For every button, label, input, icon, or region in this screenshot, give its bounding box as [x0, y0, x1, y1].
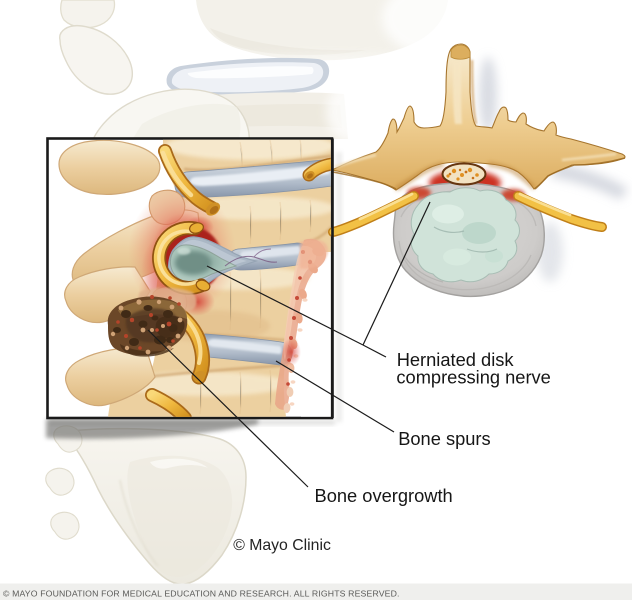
svg-text:Bone overgrowth: Bone overgrowth — [315, 485, 453, 506]
svg-text:© Mayo Clinic: © Mayo Clinic — [233, 537, 331, 554]
svg-text:Bone spurs: Bone spurs — [398, 428, 490, 449]
svg-text:Herniated disk: Herniated disk — [397, 349, 515, 370]
svg-text:© MAYO FOUNDATION FOR MEDICAL: © MAYO FOUNDATION FOR MEDICAL EDUCATION … — [3, 589, 400, 599]
svg-text:compressing nerve: compressing nerve — [396, 366, 550, 387]
